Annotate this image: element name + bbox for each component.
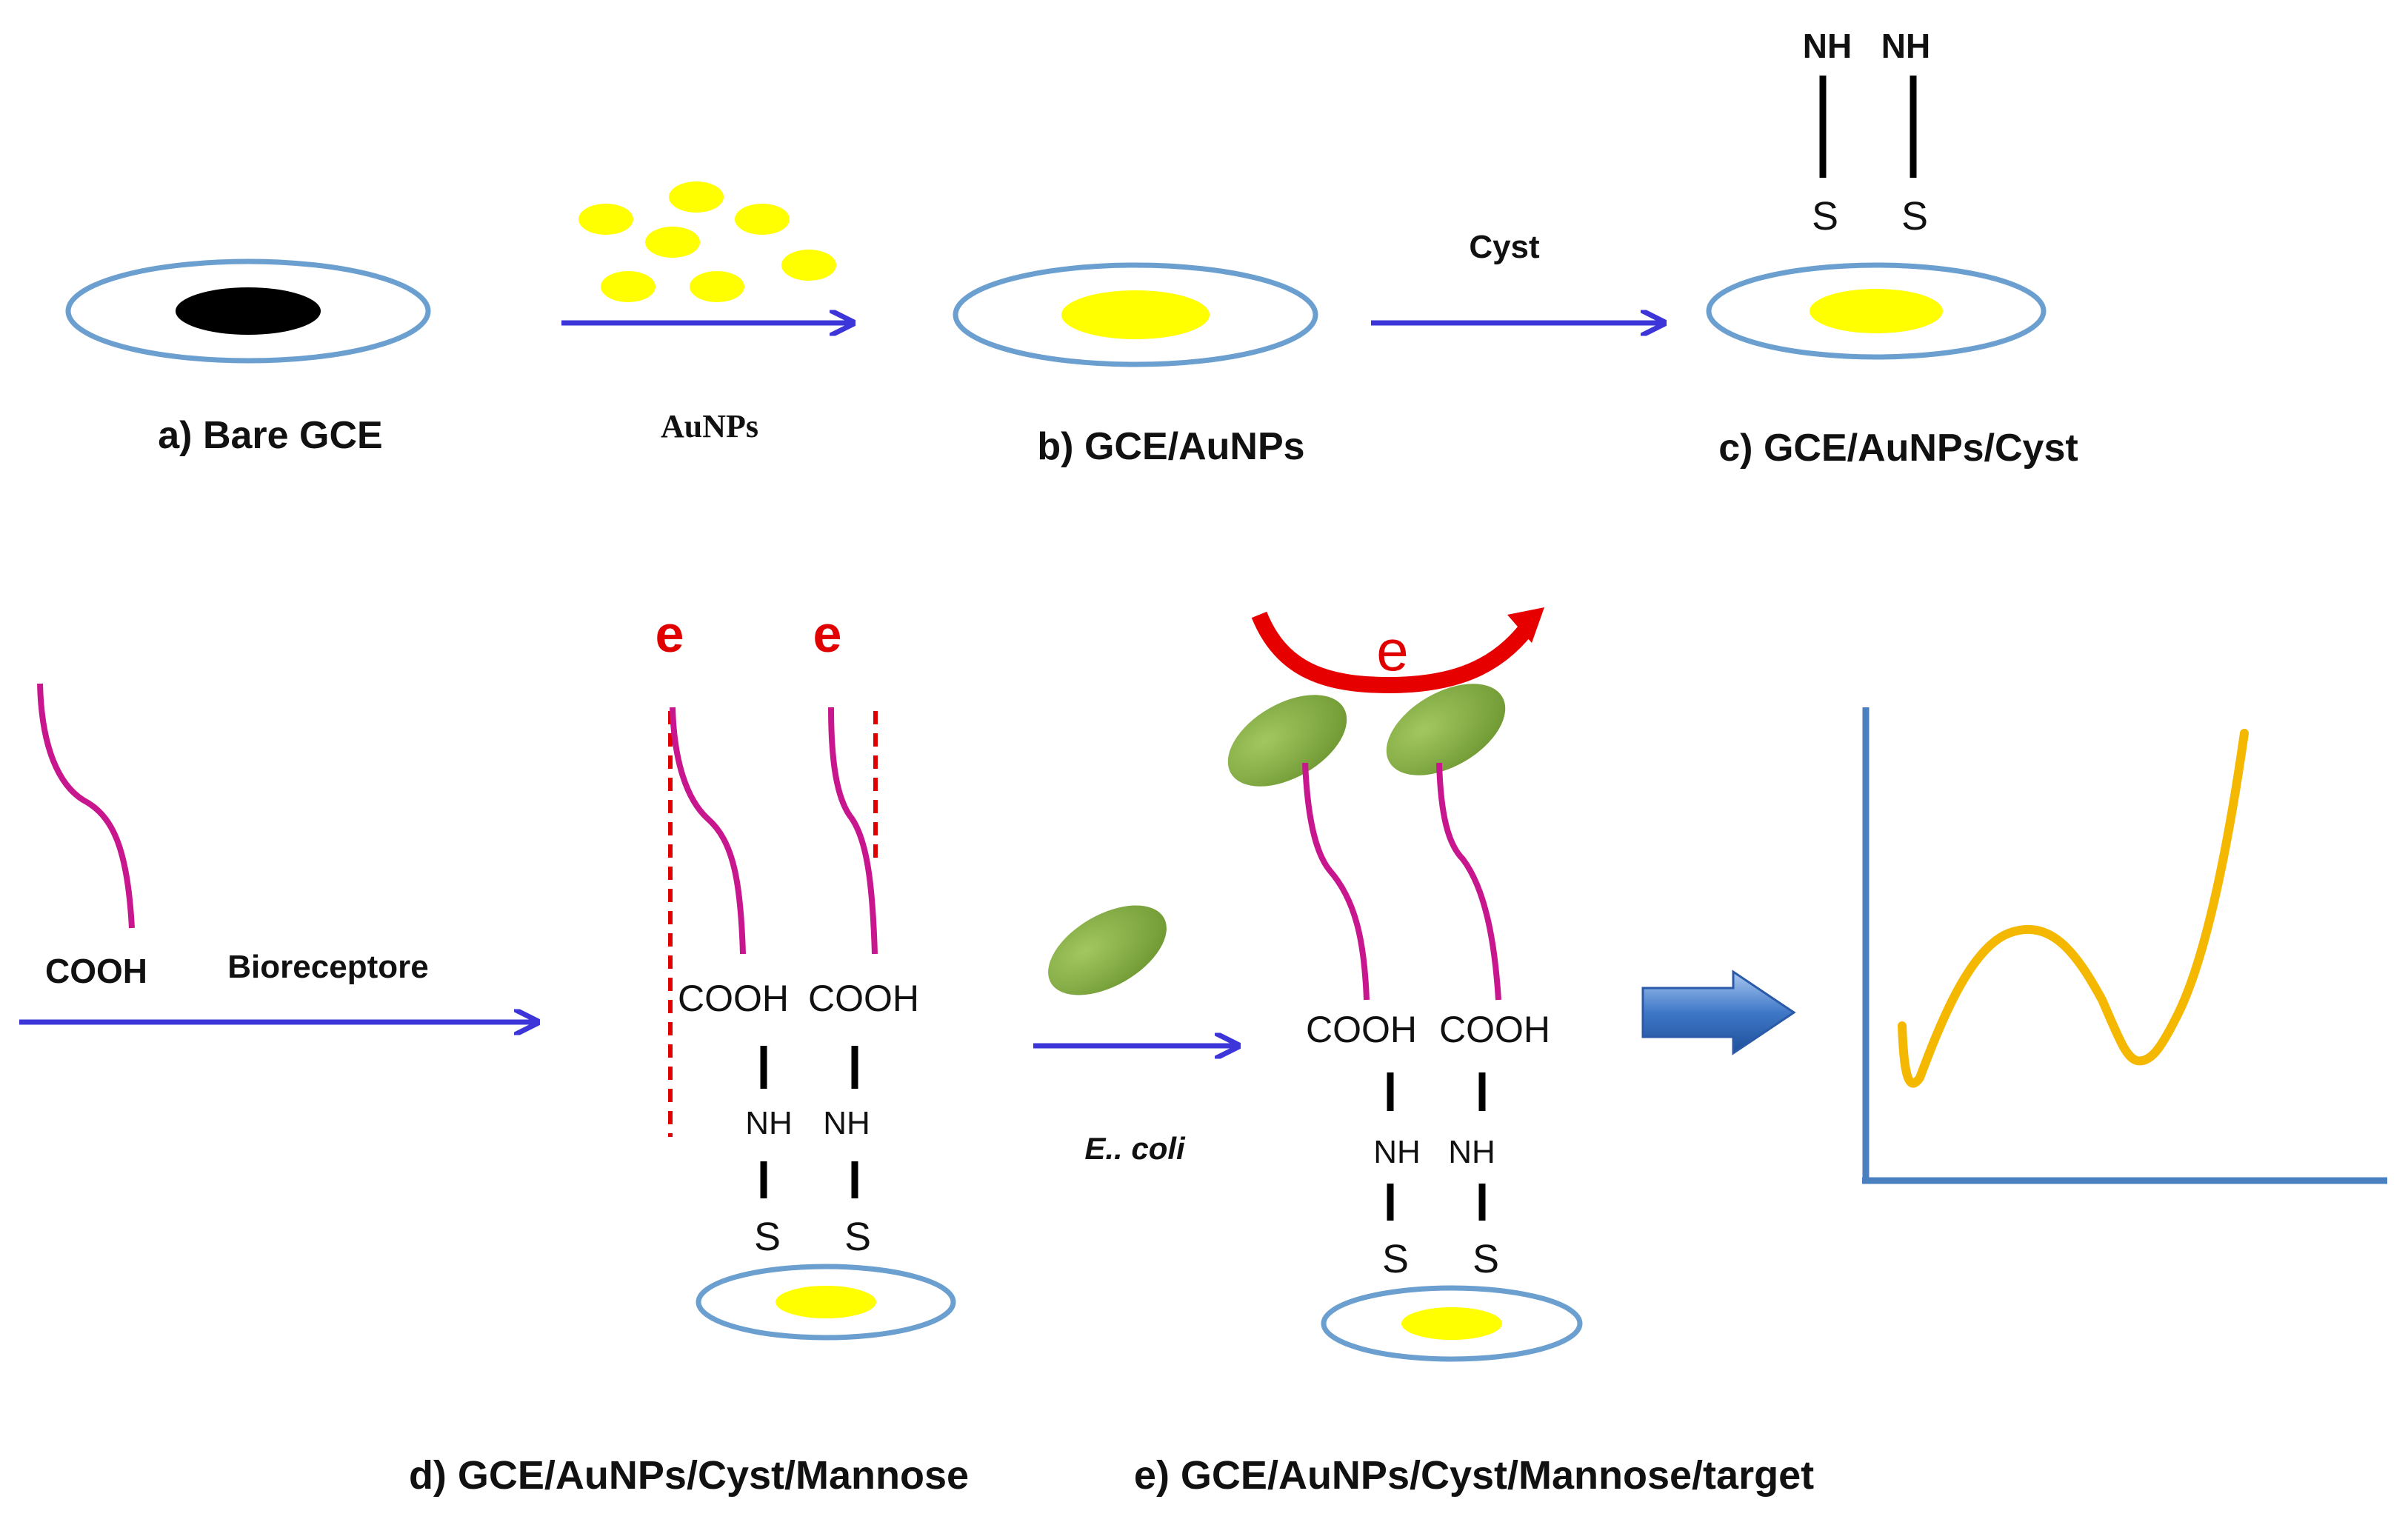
- reagent-aunps-label: AuNPs: [661, 408, 758, 444]
- nh-group-label: NH: [1803, 27, 1852, 65]
- mannose-linker: [828, 707, 878, 955]
- step-d-label: d) GCE/AuNPs/Cyst/Mannose: [409, 1453, 969, 1498]
- gold-nanoparticle: [601, 271, 656, 302]
- reagent-target-label: E.. coli: [1084, 1131, 1186, 1166]
- s-group-label: S: [754, 1215, 781, 1259]
- cooh-group-label: COOH: [1439, 1009, 1550, 1050]
- electron-label: e: [813, 605, 842, 663]
- e-coli-bacterium: [1227, 695, 1347, 787]
- cooh-group-label: COOH: [45, 952, 147, 990]
- cysteamine-linker-right: NH S: [1881, 27, 1930, 238]
- electron-flow-arrowhead: [1507, 607, 1544, 643]
- gold-layer: [1810, 289, 1943, 333]
- electron-flow-arrow: [1251, 611, 1532, 694]
- gold-nanoparticle: [645, 227, 700, 258]
- aunps-particles: [578, 181, 836, 302]
- gold-layer: [776, 1286, 876, 1318]
- step-e-label: e) GCE/AuNPs/Cyst/Mannose/target: [1134, 1453, 1814, 1498]
- mannose-linker: [37, 683, 135, 929]
- gold-nanoparticle: [735, 204, 790, 235]
- mannose-linker: [670, 707, 746, 955]
- response-plot: [1862, 707, 2387, 1184]
- result-arrow: [1641, 970, 1796, 1055]
- cooh-group-label: COOH: [1306, 1009, 1417, 1050]
- s-group-label: S: [1812, 194, 1838, 238]
- electron-label: e: [656, 605, 684, 663]
- step-a-label: a) Bare GCE: [158, 414, 382, 457]
- nh-group-label: NH: [1881, 27, 1930, 65]
- gold-nanoparticle: [669, 181, 724, 213]
- s-group-label: S: [1473, 1237, 1499, 1281]
- e-coli-bacterium: [1386, 684, 1506, 775]
- mannose-linker: [1436, 762, 1501, 1001]
- reagent-cyst-label: Cyst: [1469, 229, 1540, 265]
- gold-layer: [1061, 290, 1210, 339]
- nh-group-label: NH: [745, 1105, 793, 1141]
- gce-aunps-electrode: [953, 262, 1318, 367]
- s-group-label: S: [844, 1215, 871, 1259]
- reagent-bioreceptor-label: Bioreceptore: [227, 949, 428, 985]
- s-group-label: S: [1382, 1237, 1409, 1281]
- nh-group-label: NH: [823, 1105, 870, 1141]
- gold-nanoparticle: [578, 204, 633, 235]
- glassy-carbon-core: [176, 287, 321, 335]
- e-coli-bacterium: [1048, 905, 1167, 995]
- gce-aunps-cyst-electrode: [1706, 262, 2047, 360]
- s-group-label: S: [1901, 194, 1928, 238]
- electron-label: e: [1376, 618, 1408, 683]
- step-b-label: b) GCE/AuNPs: [1037, 425, 1304, 468]
- cooh-group-label: COOH: [678, 978, 789, 1019]
- gold-nanoparticle: [781, 250, 836, 281]
- gold-layer: [1401, 1307, 1502, 1340]
- nh-group-label: NH: [1373, 1134, 1421, 1170]
- cysteamine-linker-left: NH S: [1803, 27, 1852, 238]
- cooh-group-label: COOH: [808, 978, 919, 1019]
- target-captured-assembly: e COOH COOH NH NH S S: [1227, 607, 1583, 1362]
- step-c-label: c) GCE/AuNPs/Cyst: [1718, 427, 2078, 470]
- gold-nanoparticle: [690, 271, 744, 302]
- response-curve: [1898, 729, 2249, 1088]
- mannose-assembly: e e COOH COOH NH NH S S: [656, 605, 956, 1341]
- bare-gce-electrode: [65, 258, 431, 364]
- nh-group-label: NH: [1448, 1134, 1495, 1170]
- mannose-linker: [1302, 762, 1370, 1001]
